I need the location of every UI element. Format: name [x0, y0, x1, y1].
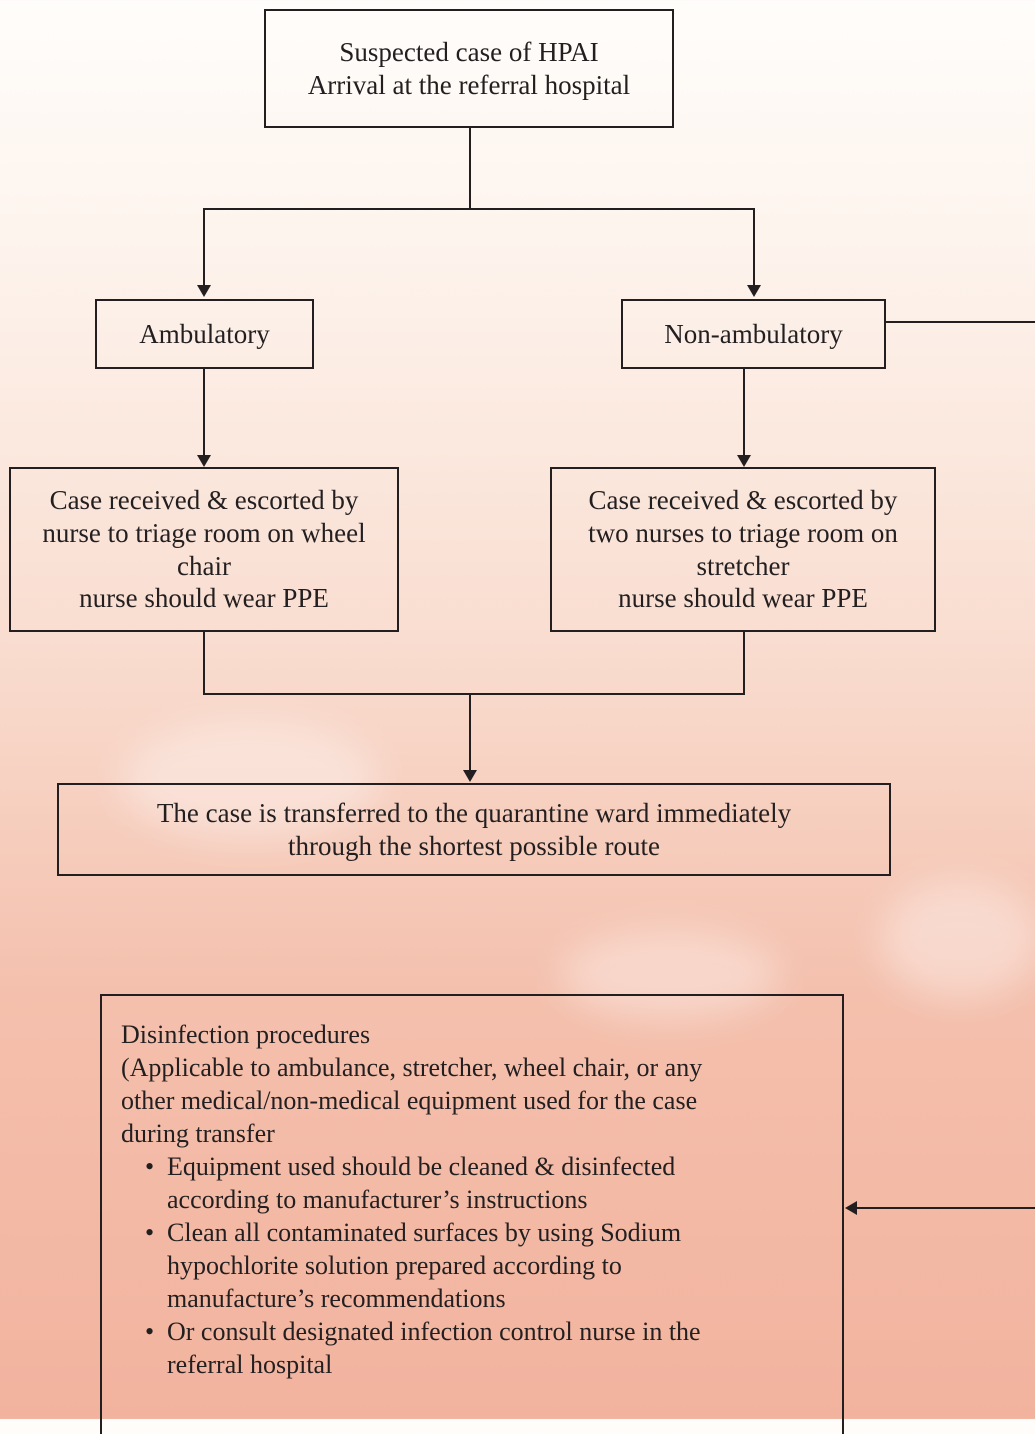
- disinfection-procedures-box: Disinfection procedures (Applicable to a…: [100, 994, 844, 1434]
- disinfection-intro: (Applicable to ambulance, stretcher, whe…: [121, 1051, 822, 1150]
- list-item-line: Or consult designated infection control …: [167, 1317, 701, 1346]
- list-item-line: referral hospital: [167, 1350, 333, 1379]
- arrow-head: [747, 285, 761, 297]
- connector: [203, 208, 755, 210]
- list-item: • Equipment used should be cleaned & dis…: [145, 1150, 822, 1216]
- connector: [203, 693, 745, 695]
- non-ambulatory-escort-line: nurse should wear PPE: [618, 583, 868, 614]
- bullet-icon: •: [145, 1218, 155, 1247]
- transfer-line: through the shortest possible route: [288, 830, 660, 861]
- bullet-icon: •: [145, 1152, 155, 1181]
- disinfection-intro-line: (Applicable to ambulance, stretcher, whe…: [121, 1053, 703, 1082]
- disinfection-list: • Equipment used should be cleaned & dis…: [121, 1150, 822, 1381]
- ambulatory-escort-line: chair: [177, 550, 231, 581]
- list-item: • Or consult designated infection contro…: [145, 1315, 822, 1381]
- non-ambulatory-escort-line: stretcher: [696, 550, 790, 581]
- transfer-node: The case is transferred to the quarantin…: [57, 783, 891, 876]
- non-ambulatory-escort-line: Case received & escorted by: [588, 484, 898, 515]
- ambulatory-label: Ambulatory: [139, 318, 270, 349]
- connector: [856, 1207, 1035, 1209]
- list-item-line: hypochlorite solution prepared according…: [167, 1251, 622, 1280]
- list-item-line: Clean all contaminated surfaces by using…: [167, 1218, 682, 1247]
- non-ambulatory-escort-line: two nurses to triage room on: [588, 517, 898, 548]
- connector: [469, 128, 471, 209]
- connector: [753, 208, 755, 286]
- bullet-icon: •: [145, 1317, 155, 1346]
- ambulatory-node: Ambulatory: [95, 299, 314, 369]
- list-item-line: according to manufacturer’s instructions: [167, 1185, 588, 1214]
- connector: [203, 632, 205, 695]
- list-item: • Clean all contaminated surfaces by usi…: [145, 1216, 822, 1315]
- background-shape: [880, 880, 1035, 1000]
- ambulatory-escort-line: Case received & escorted by: [49, 484, 359, 515]
- non-ambulatory-label: Non-ambulatory: [664, 318, 843, 349]
- arrow-head: [197, 455, 211, 467]
- connector: [203, 369, 205, 456]
- disinfection-intro-line: other medical/non-medical equipment used…: [121, 1086, 698, 1115]
- list-item-line: manufacture’s recommendations: [167, 1284, 506, 1313]
- connector: [203, 208, 205, 286]
- disinfection-intro-line: during transfer: [121, 1119, 275, 1148]
- disinfection-title: Disinfection procedures: [121, 1020, 371, 1049]
- connector: [886, 321, 1035, 323]
- start-node: Suspected case of HPAI Arrival at the re…: [264, 9, 674, 128]
- ambulatory-escort-line: nurse to triage room on wheel: [42, 517, 366, 548]
- connector: [743, 632, 745, 695]
- arrow-head: [197, 285, 211, 297]
- connector: [743, 369, 745, 456]
- background-shape: [560, 930, 780, 1020]
- connector: [469, 693, 471, 771]
- transfer-line: The case is transferred to the quarantin…: [156, 797, 792, 828]
- background-shape: [120, 720, 380, 840]
- ambulatory-escort-node: Case received & escorted by nurse to tri…: [9, 467, 399, 632]
- non-ambulatory-node: Non-ambulatory: [621, 299, 886, 369]
- non-ambulatory-escort-node: Case received & escorted by two nurses t…: [550, 467, 936, 632]
- arrow-head: [737, 455, 751, 467]
- arrow-head: [845, 1201, 857, 1215]
- start-line: Arrival at the referral hospital: [307, 69, 631, 100]
- list-item-line: Equipment used should be cleaned & disin…: [167, 1152, 676, 1181]
- ambulatory-escort-line: nurse should wear PPE: [79, 583, 329, 614]
- arrow-head: [463, 770, 477, 782]
- start-line: Suspected case of HPAI: [339, 36, 599, 67]
